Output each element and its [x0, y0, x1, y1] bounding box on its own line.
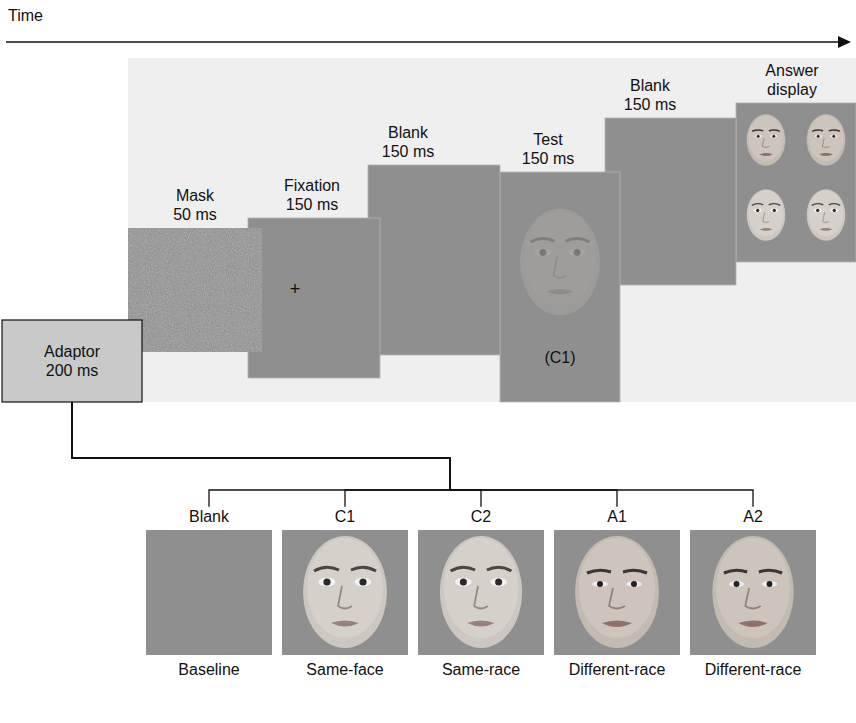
text-slot: Mask 50 ms: [172, 186, 219, 224]
text-slot: Fixation 150 ms: [282, 176, 342, 214]
option-heading: Blank: [189, 507, 229, 526]
condition-caption: Baseline: [178, 660, 239, 679]
bracket-connector: [72, 402, 753, 507]
option-heading: C1: [335, 507, 355, 526]
text-slot: A2: [743, 507, 763, 526]
test-frame: Test 150 ms (C1): [500, 130, 620, 402]
frame-label: Blank 150 ms: [622, 76, 678, 114]
text-slot: Test 150 ms: [520, 130, 576, 168]
text-slot: C2: [471, 507, 491, 526]
frame-label: Mask 50 ms: [172, 186, 219, 224]
frame-label: Fixation 150 ms: [282, 176, 342, 214]
text-slot: Adaptor 200 ms: [42, 342, 102, 380]
blank-frame: Blank 150 ms: [605, 76, 736, 285]
frame-label: Test 150 ms: [520, 130, 576, 168]
text-slot: Different-race: [705, 660, 802, 679]
text-slot: A1: [607, 507, 627, 526]
adaptor-option: A1Different-race: [554, 507, 680, 679]
text-slot: Answer display: [764, 61, 821, 99]
axis-label: Time: [8, 6, 43, 25]
bracket-connector: [72, 402, 481, 507]
option-heading: A1: [607, 507, 627, 526]
adaptor-option: A2Different-race: [690, 507, 816, 679]
bracket-connector: [72, 402, 617, 507]
fixation-frame: Fixation 150 ms +: [248, 176, 380, 378]
bracket-connector: [72, 402, 450, 507]
text-slot: Blank: [189, 507, 229, 526]
adaptor-option: C1Same-face: [282, 507, 408, 679]
option-heading: C2: [471, 507, 491, 526]
condition-caption: Different-race: [705, 660, 802, 679]
condition-caption: Different-race: [569, 660, 666, 679]
frame-label: Answer display: [764, 61, 821, 99]
text-slot: (C1): [544, 348, 575, 367]
fixation-cross: +: [290, 279, 301, 301]
adaptor-option: BlankBaseline: [146, 507, 272, 679]
option-heading: A2: [743, 507, 763, 526]
adaptor-box: Adaptor 200 ms: [2, 320, 142, 402]
frame-label: Blank 150 ms: [380, 123, 436, 161]
text-slot: +: [290, 279, 301, 301]
text-slot: Same-race: [442, 660, 520, 679]
mask-frame: Mask 50 ms: [128, 186, 262, 352]
answer-frame: Answer display: [736, 61, 856, 262]
blank-frame: Blank 150 ms: [368, 123, 500, 355]
condition-tag: (C1): [544, 348, 575, 367]
text-slot: Blank 150 ms: [622, 76, 678, 114]
bracket-connector: [72, 402, 450, 507]
text-slot: Baseline: [178, 660, 239, 679]
condition-caption: Same-race: [442, 660, 520, 679]
text-slot: C1: [335, 507, 355, 526]
condition-caption: Same-face: [306, 660, 383, 679]
text-slot: Same-face: [306, 660, 383, 679]
box-label: Adaptor 200 ms: [42, 342, 102, 380]
text-slot: Time: [8, 6, 43, 25]
adaptor-option: C2Same-race: [418, 507, 544, 679]
text-slot: Blank 150 ms: [380, 123, 436, 161]
text-slot: Different-race: [569, 660, 666, 679]
